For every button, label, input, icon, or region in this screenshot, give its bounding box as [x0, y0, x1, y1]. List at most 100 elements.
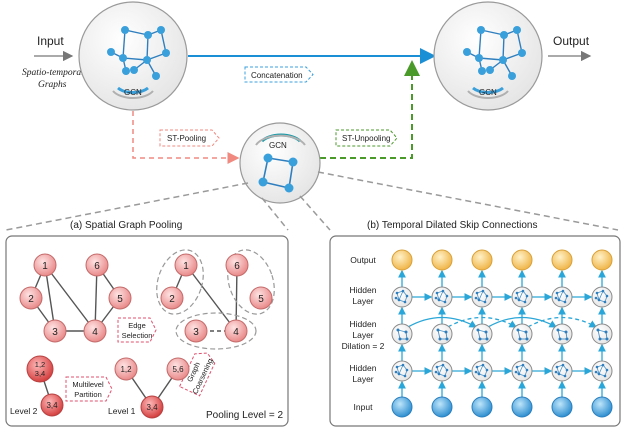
node-label: 3,4 — [35, 369, 45, 378]
node-label: 1 — [183, 261, 189, 272]
mini-graph-node — [564, 330, 568, 334]
output-graph-nodes — [463, 26, 526, 80]
input-node — [471, 396, 493, 418]
dilated-skip-arc — [487, 316, 558, 328]
mini-graph-edge — [558, 364, 564, 375]
mini-graph-node — [524, 330, 528, 334]
edge-selection-box — [117, 317, 157, 343]
node-label: 2 — [28, 294, 34, 305]
temporal-grid — [391, 249, 613, 418]
mini-graph-edge — [478, 290, 484, 301]
mini-graph-node — [436, 328, 440, 332]
mini-graph-node — [398, 337, 402, 341]
mini-graph-node — [477, 372, 481, 376]
node-label: 1,2 — [35, 360, 45, 369]
st-unpooling-path — [320, 60, 420, 159]
st-pooling-label: ST-Pooling — [167, 134, 206, 143]
mini-graph-node — [598, 337, 602, 341]
mini-graph-node — [563, 300, 567, 304]
mini-graph-node — [441, 289, 445, 293]
mini-graph-node — [523, 300, 527, 304]
node-label: 6 — [234, 261, 240, 272]
node-label: 3 — [193, 327, 199, 338]
hidden-node — [591, 286, 613, 308]
mini-graph-node — [554, 296, 558, 300]
mini-graph-edge — [517, 329, 521, 340]
multilevel-partition-box — [65, 376, 113, 402]
hidden-node — [551, 286, 573, 308]
level1-label: Level 1 — [108, 406, 136, 416]
hidden-node — [591, 360, 613, 382]
mini-graph-node — [594, 370, 598, 374]
gcn-arc-left-outer — [112, 90, 154, 99]
row-label-hidden1-b: Layer — [352, 296, 373, 306]
mini-graph-node — [443, 300, 447, 304]
multilevel-line1: Multilevel — [72, 380, 104, 389]
mini-graph-node — [438, 337, 442, 341]
mini-graph-node — [523, 374, 527, 378]
output-node — [551, 249, 573, 271]
mini-graph-node — [518, 337, 522, 341]
st-unpooling-label: ST-Unpooling — [342, 134, 390, 143]
mini-graph-node — [597, 372, 601, 376]
mini-graph-node — [475, 365, 479, 369]
hidden-node — [471, 286, 493, 308]
row-label-dilated: Hidden — [350, 319, 377, 329]
mini-graph-node — [484, 330, 488, 334]
mini-graph-node — [478, 337, 482, 341]
input-graph-nodes — [107, 26, 170, 80]
mini-graph-edge — [478, 364, 484, 375]
mini-graph-edge — [558, 290, 564, 301]
level1-node — [114, 357, 138, 381]
row-label-dilated-c: Dilation = 2 — [342, 341, 385, 351]
mini-graph-node — [405, 368, 409, 372]
dilated-skip-arc — [527, 316, 598, 328]
level2-label: Level 2 — [10, 406, 38, 416]
mini-graph-node — [474, 370, 478, 374]
level2-node — [26, 355, 54, 383]
group-5-6 — [227, 249, 275, 315]
mini-graph-node — [395, 291, 399, 295]
pooled-graph-nodes — [258, 153, 298, 193]
mini-graph-node — [405, 337, 409, 341]
mini-graph-node — [517, 298, 521, 302]
zoom-line-right-inner — [299, 195, 331, 231]
mini-graph-node — [515, 291, 519, 295]
concatenation-label: Concatenation — [251, 71, 303, 80]
mini-graph-node — [477, 298, 481, 302]
gcn-label-right: GCN — [479, 88, 497, 97]
mini-graph-node — [594, 296, 598, 300]
output-node — [391, 249, 413, 271]
hidden-node — [511, 360, 533, 382]
mini-graph-node — [483, 374, 487, 378]
edge-selection-line1: Edge — [128, 321, 146, 330]
gcn-label-middle: GCN — [269, 141, 287, 150]
mini-graph-edge — [477, 329, 481, 340]
mini-graph-node — [401, 289, 405, 293]
panel-b-title: (b) Temporal Dilated Skip Connections — [367, 220, 537, 231]
node-label: 5,6 — [172, 365, 184, 374]
mini-graph-node — [437, 298, 441, 302]
mini-graph-edge — [518, 364, 524, 375]
multilevel-line2: Partition — [74, 390, 102, 399]
mini-graph-node — [558, 337, 562, 341]
row-label-input: Input — [354, 402, 374, 412]
mini-graph-node — [517, 372, 521, 376]
hidden-node — [471, 360, 493, 382]
mini-graph-node — [605, 368, 609, 372]
mini-graph-node — [557, 372, 561, 376]
mini-graph-node — [565, 294, 569, 298]
mini-graph-node — [435, 291, 439, 295]
mini-graph-node — [403, 300, 407, 304]
gcn-arc-right — [472, 86, 504, 94]
mini-graph-edge — [398, 364, 404, 375]
row-label-dilated-b: Layer — [352, 330, 373, 340]
level1-node — [140, 395, 164, 419]
mini-graph-node — [445, 294, 449, 298]
hidden-node — [431, 286, 453, 308]
output-node — [471, 249, 493, 271]
zoom-line-left-outer — [5, 182, 249, 231]
output-node — [511, 249, 533, 271]
mini-graph-node — [525, 337, 529, 341]
